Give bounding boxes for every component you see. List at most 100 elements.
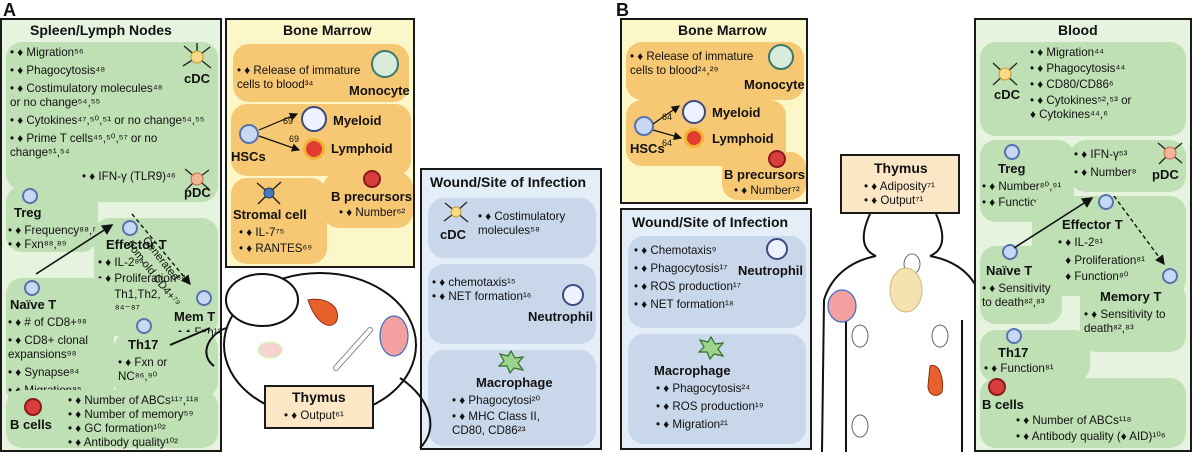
blood-th17-label: Th17 — [998, 345, 1029, 360]
th17-cell-icon — [1006, 328, 1022, 344]
bcell-blob — [6, 390, 218, 448]
thymus-title: Thymus — [874, 160, 928, 176]
hsc-cell-icon — [239, 124, 259, 144]
blood-dc-blob — [980, 42, 1186, 136]
hsc-cell-icon — [634, 116, 654, 136]
blood-bcell-label: B cells — [982, 397, 1024, 412]
blood-naive-line: to death⁸²,⁸³ — [982, 296, 1045, 309]
blood-panel: Blood cDC • ♦ Migration⁴⁴ • ♦ Phagocytos… — [974, 18, 1192, 452]
blood-cdc-label: cDC — [994, 87, 1021, 102]
bprec-line: • ♦ Number⁶² — [339, 206, 406, 219]
wound-neut-line: • ♦ ROS production¹⁷ — [634, 280, 741, 293]
wound-cdc-label: cDC — [440, 227, 467, 242]
bcell-cell-icon — [24, 398, 42, 416]
blood-naive-blob — [980, 246, 1062, 324]
wound-neut-line: • ♦ chemotaxis¹⁵ — [432, 276, 516, 289]
bprec-cell-icon — [768, 150, 786, 168]
treg-cell-icon — [1004, 144, 1020, 160]
dc-line: • ♦ Phagocytosis⁴⁸ — [10, 64, 106, 77]
bprec-cell-icon — [363, 170, 381, 188]
myeloid-label: Myeloid — [712, 105, 761, 120]
myeloid-cell-icon — [682, 100, 706, 124]
neutrophil-label: Neutrophil — [528, 309, 593, 324]
blood-effector-line: • ♦ Function⁸⁰ — [1058, 270, 1129, 283]
monocyte-cell-icon — [768, 44, 794, 70]
blood-memory-line: death⁸²,⁸³ — [1084, 322, 1134, 335]
wound-neut-line: • ♦ NET formation¹⁶ — [432, 290, 532, 303]
wound-title: Wound/Site of Infection — [632, 214, 789, 230]
lymphoid-label: Lymphoid — [712, 131, 774, 146]
blood-dc-line: • ♦ Cytokines⁵²,⁵³ or — [1030, 94, 1132, 107]
bcell-label: B cells — [10, 417, 52, 432]
bcell-line: • ♦ Number of memory⁵⁹ — [68, 408, 194, 421]
wound-panel-a: Wound/Site of Infection cDC • ♦ Costimul… — [420, 168, 602, 450]
bone-marrow-panel-a: Bone Marrow • ♦ Release of immature cell… — [225, 18, 415, 268]
blood-th17-line: • ♦ Function⁸¹ — [984, 362, 1054, 375]
blood-dc-line: • ♦ Migration⁴⁴ — [1030, 46, 1105, 59]
monocyte-label: Monocyte — [349, 83, 410, 98]
blood-title: Blood — [1058, 22, 1098, 38]
blood-effector-line: • ♦ IL-2⁸¹ — [1058, 236, 1104, 249]
bprec-label: B precursors — [331, 189, 412, 204]
hscs-label: HSCs — [231, 149, 266, 164]
memt-cell-icon — [196, 290, 212, 306]
naive-line: • ♦ # of CD8+⁹⁸ — [8, 316, 87, 329]
wound-panel-b: Wound/Site of Infection • ♦ Chemotaxis⁹ … — [620, 208, 812, 450]
blood-treg-label: Treg — [998, 161, 1026, 176]
pdc-label: pDC — [184, 185, 211, 200]
bprec-line: • ♦ Number⁷² — [734, 184, 800, 197]
pdc-line: • ♦ IFN-γ (TLR9)⁴⁶ — [82, 170, 176, 183]
wound-title: Wound/Site of Infection — [430, 174, 587, 190]
blood-naive-label: Naïve T — [986, 263, 1033, 278]
stromal-blob — [231, 178, 327, 264]
dc-line: • ♦ Cytokines⁴⁷,⁵⁰,⁵¹ or no change⁵⁴,⁵⁵ — [10, 114, 205, 127]
blood-dc-line: ♦ Cytokines⁴⁴,⁶ — [1030, 108, 1108, 121]
macrophage-label: Macrophage — [654, 363, 731, 378]
wound-costim-line: • ♦ Costimulatory — [478, 210, 566, 223]
macrophage-label: Macrophage — [476, 375, 553, 390]
ref-number: 64 — [662, 112, 673, 122]
wound-neut-line: • ♦ Phagocytosis¹⁷ — [634, 262, 728, 275]
blood-treg-line: • ♦ Number⁸⁰,⁹¹ — [982, 180, 1062, 193]
bcell-cell-icon — [988, 378, 1006, 396]
neutrophil-cell-icon — [766, 238, 788, 260]
hscs-label: HSCs — [630, 141, 665, 156]
th17-cell-icon — [136, 318, 152, 334]
blood-effector-label: Effector T — [1062, 217, 1123, 232]
spleen-title: Spleen/Lymph Nodes — [30, 22, 172, 38]
thymus-panel-a: Thymus • ♦ Output⁶¹ — [264, 385, 374, 429]
blood-bcell-line: • ♦ Antibody quality (♦ AID)¹⁰⁶ — [1016, 430, 1166, 443]
release-line: cells to blood²⁴,²⁹ — [630, 64, 719, 77]
bcell-line: • ♦ Number of ABCs¹¹⁷,¹¹⁸ — [68, 394, 199, 407]
wound-neut-line: • ♦ Chemotaxis⁹ — [634, 244, 717, 257]
blood-memory-line: • ♦ Sensitivity to — [1084, 308, 1166, 321]
cdc-label: cDC — [184, 71, 211, 86]
myeloid-cell-icon — [301, 106, 327, 132]
stromal-line: • ♦ IL-7⁷⁵ — [239, 226, 285, 239]
panel-letter-a: A — [3, 0, 16, 20]
ref-number: 69 — [289, 134, 300, 144]
mac-line: • ♦ ROS production¹⁹ — [656, 400, 764, 413]
blood-memory-label: Memory T — [1100, 289, 1162, 304]
release-line: cells to blood³⁴ — [237, 78, 314, 91]
ref-number: 64 — [662, 138, 673, 148]
naive-line: • ♦ CD8+ clonal — [8, 334, 88, 347]
thymus-line: • ♦ Output⁶¹ — [284, 409, 344, 422]
bprec-blob — [722, 152, 806, 200]
mac-line: • ♦ Migration²¹ — [656, 418, 728, 431]
myeloid-label: Myeloid — [333, 113, 382, 128]
blood-pdc-line: • ♦ IFN-γ⁵³ — [1074, 148, 1128, 161]
naive-cell-icon — [1002, 244, 1018, 260]
thymus-title: Thymus — [292, 389, 346, 405]
memt-label: Mem T — [174, 309, 216, 324]
lymphoid-cell-icon — [684, 128, 704, 148]
dc-line: or no change⁵⁴,⁵⁵ — [10, 96, 101, 109]
blood-th17-blob — [980, 330, 1090, 382]
blood-dc-line: • ♦ CD80/CD86⁶ — [1030, 78, 1114, 91]
mac-line: CD80, CD86²³ — [452, 424, 526, 437]
treg-cell-icon — [22, 188, 38, 204]
neutrophil-label: Neutrophil — [738, 263, 803, 278]
mac-line: • ♦ Phagocytosi²⁰ — [452, 394, 541, 407]
ref-number: 69 — [283, 116, 294, 126]
bcell-line: • ♦ Antibody quality¹⁰² — [68, 436, 178, 449]
